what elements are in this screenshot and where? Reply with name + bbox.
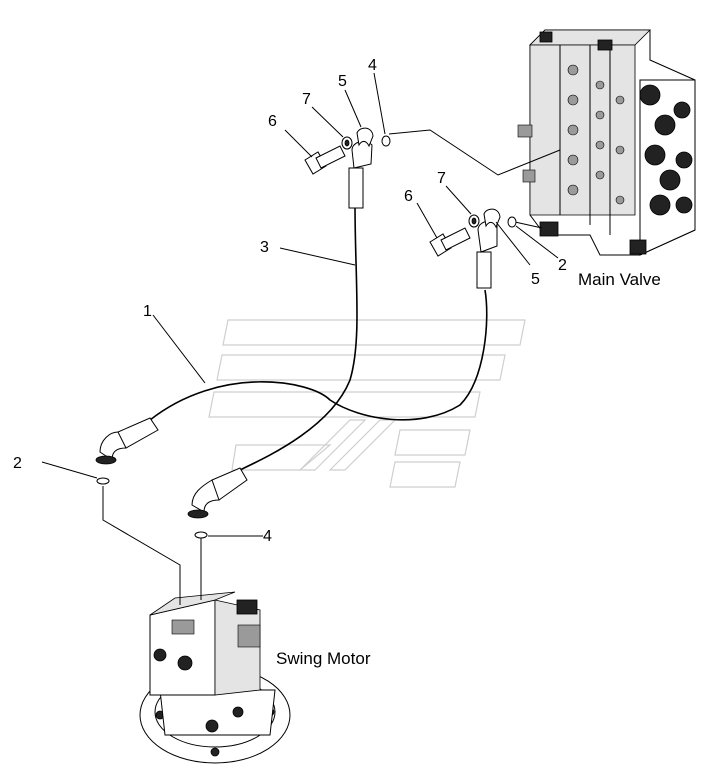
callout-hose-1: 1	[143, 303, 152, 320]
washer-upper	[341, 136, 353, 150]
callout-labels: 1 2 2 3 4 4 5 5 6 6 7 7	[13, 57, 567, 545]
swing-motor	[139, 591, 291, 764]
callout-bolt-6-upper: 6	[268, 113, 277, 130]
callout-oring-2-motor: 2	[13, 455, 22, 472]
valve-spools	[517, 31, 693, 255]
bolt-upper	[304, 145, 346, 175]
callout-hose-3: 3	[260, 239, 269, 256]
callout-flange-5-lower: 5	[531, 271, 540, 288]
flange-upper	[356, 127, 374, 148]
oring-upper	[381, 135, 391, 147]
callout-flange-5-upper: 5	[338, 73, 347, 90]
swing-motor-label: Swing Motor	[276, 649, 371, 668]
main-valve	[517, 29, 696, 256]
bolt-lower	[429, 227, 471, 257]
oring-motor-left	[96, 477, 110, 485]
small-parts	[96, 127, 517, 539]
callout-washer-7-lower: 7	[437, 170, 446, 187]
oring-lower-valve	[507, 216, 517, 228]
callout-oring-4-motor: 4	[263, 528, 272, 545]
callout-washer-7-upper: 7	[302, 91, 311, 108]
watermark-logo	[208, 319, 526, 488]
washer-lower	[468, 214, 480, 228]
connection-lines	[102, 129, 561, 605]
callout-oring-2-valve: 2	[558, 257, 567, 274]
main-valve-label: Main Valve	[578, 270, 661, 289]
callout-oring-4-valve: 4	[368, 57, 377, 74]
hose-3	[187, 140, 373, 519]
callout-leaders	[41, 72, 559, 537]
callout-bolt-6-lower: 6	[404, 188, 413, 205]
hose-1	[95, 220, 498, 465]
oring-motor-right	[194, 531, 208, 539]
